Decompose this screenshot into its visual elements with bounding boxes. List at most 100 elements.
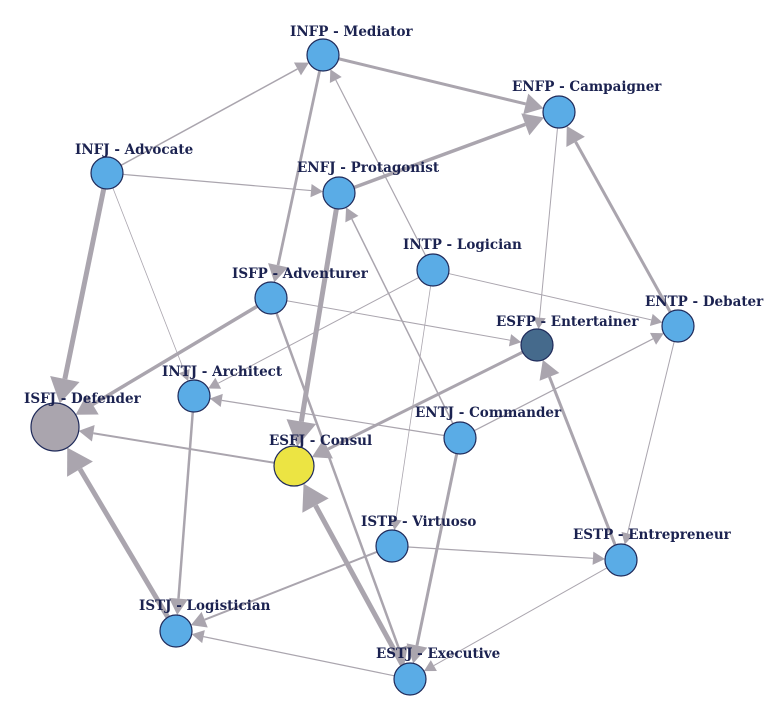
node-intj[interactable]: INTJ - Architect [162,364,283,413]
edge-entj-to-estj [406,453,459,664]
edge-arrowhead [286,419,317,447]
edge-arrowhead [302,483,329,513]
node-entj[interactable]: ENTJ - Commander [415,405,562,455]
edge-arrowhead [67,447,93,477]
edge-line [539,127,558,318]
edge-arrowhead [78,424,95,442]
node-enfp[interactable]: ENFP - Campaigner [512,79,662,129]
node-label: ESTJ - Executive [376,646,500,662]
edge-line [548,376,617,546]
edge-esfp-to-esfj [311,350,524,459]
node-circle[interactable] [416,253,450,287]
edge-intp-to-entp [448,273,663,326]
node-circle[interactable] [306,38,340,72]
node-circle[interactable] [30,402,80,452]
node-esfp[interactable]: ESFP - Entertainer [496,314,639,362]
edge-intp-to-infp [329,69,427,257]
node-label: ENFP - Campaigner [512,79,662,95]
edge-arrowhead [621,531,634,545]
node-isfj[interactable]: ISFJ - Defender [24,391,142,452]
edge-infp-to-enfp [338,57,544,115]
edge-isfp-to-estj [275,312,408,664]
node-circle[interactable] [393,662,427,696]
edge-line [351,218,454,424]
edge-line [112,187,185,372]
node-circle[interactable] [661,309,695,343]
edge-arrowhead [190,611,208,628]
edge-intj-to-istj [169,411,195,616]
edge-line [62,188,107,380]
edge-entp-to-enfp [566,125,672,313]
edge-arrowhead [75,394,99,415]
edge-arrowhead [268,263,288,283]
edge-enfp-to-esfp [533,127,558,330]
edge-arrowhead [649,332,664,345]
edge-entj-to-enfj [345,207,454,424]
edge-line [286,300,511,341]
node-circle[interactable] [273,445,315,487]
node-estp[interactable]: ESTP - Entrepreneur [573,527,732,577]
node-circle[interactable] [375,529,409,563]
edge-line [276,70,322,266]
node-circle[interactable] [520,328,554,362]
edge-line [218,277,420,384]
edge-arrowhead [592,551,606,565]
node-enfj[interactable]: ENFJ - Protagonist [297,160,440,210]
edge-arrowhead [508,334,522,347]
edge-arrowhead [208,377,222,389]
node-estj[interactable]: ESTJ - Executive [376,646,500,696]
node-circle[interactable] [159,614,193,648]
node-label: INTP - Logician [403,237,522,253]
edge-line [275,312,401,649]
node-circle[interactable] [254,281,288,315]
edge-line [77,467,170,619]
edge-estp-to-estj [423,567,608,672]
edge-esfj-to-isfj [78,424,275,464]
edges-layer [50,57,675,677]
node-intp[interactable]: INTP - Logician [403,237,522,287]
node-esfj[interactable]: ESFJ - Consul [269,433,372,487]
node-circle[interactable] [604,543,638,577]
edge-line [327,350,524,451]
node-circle[interactable] [90,156,124,190]
node-label: INFJ - Advocate [75,142,193,158]
node-circle[interactable] [322,176,356,210]
edge-line [335,79,427,257]
node-circle[interactable] [177,379,211,413]
edge-line [120,68,298,166]
edge-line [415,453,459,646]
edge-line [221,399,445,437]
edge-estp-to-esfp [539,359,617,546]
node-isfp[interactable]: ISFP - Adventurer [232,266,369,315]
edge-enfj-to-enfp [353,113,544,190]
edge-enfj-to-esfj [286,208,339,447]
node-label: INFP - Mediator [290,24,413,40]
edge-estj-to-esfj [302,483,405,667]
node-label: ENTP - Debater [645,294,764,310]
edge-line [204,550,378,621]
edge-arrowhead [191,630,205,644]
edge-arrowhead [523,93,544,115]
edge-arrowhead [649,313,663,326]
edge-arrowhead [566,125,585,148]
node-label: ENTJ - Commander [415,405,562,421]
edge-entj-to-intj [209,393,445,437]
edge-isfp-to-esfp [286,300,522,347]
edge-arrowhead [178,369,190,382]
node-circle[interactable] [443,421,477,455]
node-istp[interactable]: ISTP - Virtuoso [361,514,476,563]
node-entp[interactable]: ENTP - Debater [645,294,764,343]
edge-line [433,567,608,666]
node-infj[interactable]: INFJ - Advocate [75,142,193,190]
edge-line [122,173,312,192]
edge-line [203,636,395,677]
edge-line [448,273,652,321]
node-label: INTJ - Architect [162,364,283,380]
edge-line [407,546,594,559]
edge-line [574,141,672,313]
node-circle[interactable] [542,95,576,129]
edge-infj-to-enfj [122,173,324,198]
node-infp[interactable]: INFP - Mediator [290,24,413,72]
node-istj[interactable]: ISTJ - Logistician [139,598,271,648]
edge-line [473,338,654,432]
